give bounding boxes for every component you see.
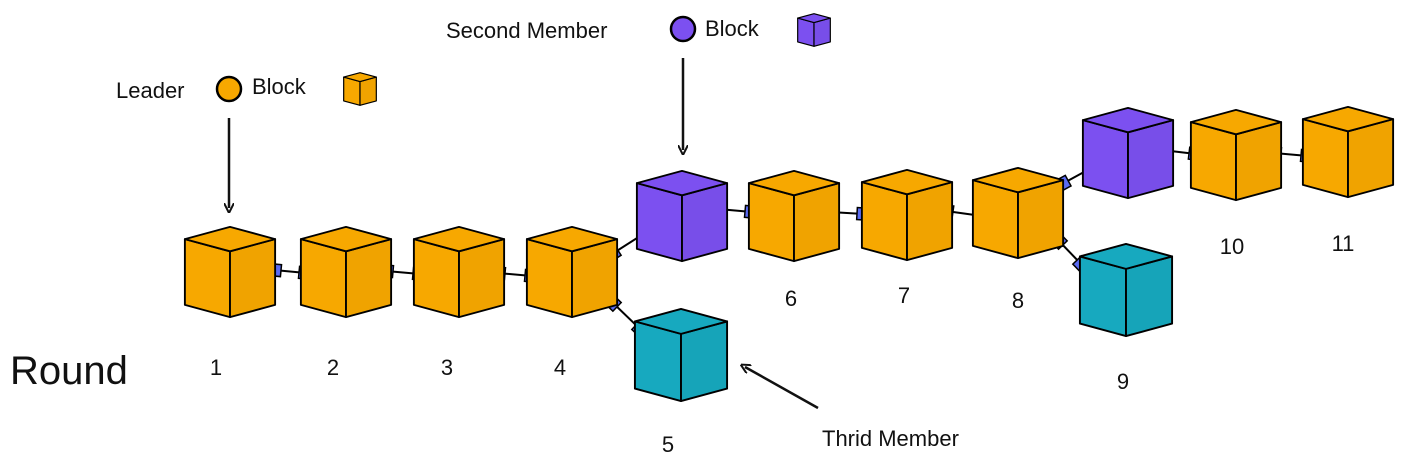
second-cube-icon (797, 13, 831, 47)
legend-leader-block-label: Block (252, 74, 307, 99)
block-number-label: 8 (1012, 288, 1024, 313)
block-number-label: 9 (1117, 369, 1129, 394)
block-number-label: 6 (785, 286, 797, 311)
block-number-label: 2 (327, 355, 339, 380)
block-number-label: 4 (554, 355, 566, 380)
leader-block-cube (183, 225, 277, 319)
leader-block-cube (1301, 105, 1395, 199)
leader-block-cube (747, 169, 841, 263)
legend-second-label: Second Member (446, 18, 607, 43)
legend-leader-circle (215, 75, 243, 103)
leader-block-cube (860, 168, 954, 262)
leader-cube-icon (343, 72, 377, 106)
leader-block-cube (299, 225, 393, 319)
leader-block-cube (1189, 108, 1283, 202)
legend-leader-label: Leader (116, 78, 185, 103)
leader-block-cube (412, 225, 506, 319)
legend-second-cube-icon (797, 13, 831, 47)
third-member-arrow (745, 367, 819, 410)
legend-leader-cube-icon (343, 72, 377, 106)
second-block-cube (1081, 106, 1175, 200)
block-number-label: 3 (441, 355, 453, 380)
third-block-cube (633, 307, 729, 403)
third-block-cube (1078, 242, 1174, 338)
second-block-cube (635, 169, 729, 263)
third-member-label: Thrid Member (822, 426, 959, 451)
block-number-label: 10 (1220, 234, 1244, 259)
block-number-label: 11 (1332, 231, 1355, 256)
block-number-label: 7 (898, 283, 910, 308)
round-label: Round (10, 349, 128, 393)
block-number-label: 5 (662, 432, 674, 457)
leader-block-cube (971, 166, 1065, 260)
blocks-layer (183, 105, 1395, 403)
block-number-label: 1 (210, 355, 222, 380)
leader-block-cube (525, 225, 619, 319)
legend-second-block-label: Block (705, 16, 760, 41)
legend-second-circle (669, 15, 697, 43)
